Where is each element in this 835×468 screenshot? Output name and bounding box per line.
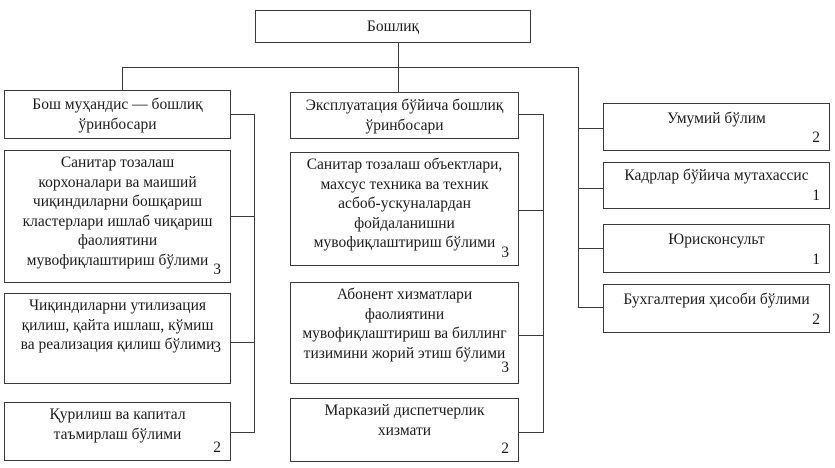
connector-to-left-head — [122, 67, 124, 91]
unit-label: Чиқиндиларни утилизация қилиш, қайта ишл… — [20, 297, 215, 353]
middle-unit-box: Марказий диспетчерлик хизмати 2 — [290, 398, 519, 462]
connector-root-down — [398, 42, 400, 68]
unit-label: Санитар тозалаш объектлари, махсус техни… — [306, 156, 503, 251]
right-unit-box: Кадрлар бўйича мутахассис 1 — [603, 162, 830, 209]
unit-count: 2 — [501, 440, 509, 457]
right-unit-box: Юрисконсульт 1 — [603, 224, 830, 273]
unit-count: 3 — [501, 244, 509, 261]
connector-right-unit-2 — [578, 188, 604, 190]
unit-count: 3 — [501, 359, 509, 376]
connector-right-unit-4 — [578, 307, 604, 309]
left-unit-box: Чиқиндиларни утилизация қилиш, қайта ишл… — [4, 293, 231, 384]
unit-label: Умумий бўлим — [667, 110, 766, 127]
unit-label: Кадрлар бўйича мутахассис — [624, 167, 809, 184]
root-box: Бошлиқ — [255, 10, 531, 43]
connector-left-unit-2 — [230, 342, 255, 344]
unit-count: 2 — [812, 129, 820, 146]
unit-label: Абонент хизматлари фаолиятини мувофиқлаш… — [302, 286, 507, 362]
left-head-box: Бош муҳандис — бошлиқ ўринбосари — [4, 90, 231, 139]
unit-count: 2 — [213, 439, 221, 456]
connector-middle-unit-2 — [518, 335, 544, 337]
unit-count: 1 — [812, 187, 820, 204]
left-head-label: Бош муҳандис — бошлиқ ўринбосари — [32, 96, 203, 133]
right-unit-box: Умумий бўлим 2 — [603, 103, 830, 151]
connector-left-bus — [254, 114, 256, 433]
connector-left-unit-1 — [230, 216, 255, 218]
connector-right-unit-1 — [578, 128, 604, 130]
left-unit-box: Қурилиш ва капитал таъмирлаш бўлими 2 — [4, 402, 231, 461]
unit-count: 2 — [812, 311, 820, 328]
connector-left-unit-3 — [230, 432, 255, 434]
unit-label: Санитар тозалаш корхоналари ва маиший чи… — [22, 154, 213, 269]
unit-label: Марказий диспетчерлик хизмати — [324, 402, 485, 439]
left-unit-box: Санитар тозалаш корхоналари ва маиший чи… — [4, 150, 231, 283]
middle-unit-box: Абонент хизматлари фаолиятини мувофиқлаш… — [290, 282, 519, 384]
unit-label: Қурилиш ва капитал таъмирлаш бўлими — [49, 406, 186, 443]
connector-middle-unit-3 — [518, 432, 544, 434]
unit-count: 1 — [812, 251, 820, 268]
unit-label: Юрисконсульт — [668, 231, 765, 248]
connector-middle-head-out — [518, 114, 544, 116]
unit-count: 3 — [213, 339, 221, 356]
connector-middle-unit-1 — [518, 210, 544, 212]
connector-right-unit-3 — [578, 248, 604, 250]
unit-count: 3 — [213, 261, 221, 278]
root-label: Бошлиқ — [366, 18, 420, 35]
connector-right-bus — [578, 67, 580, 308]
middle-unit-box: Санитар тозалаш объектлари, махсус техни… — [290, 152, 519, 266]
middle-head-label: Эксплуатация бўйича бошлиқ ўринбосари — [305, 97, 504, 134]
connector-to-middle-head — [398, 67, 400, 93]
unit-label: Бухгалтерия ҳисоби бўлими — [623, 291, 810, 308]
middle-head-box: Эксплуатация бўйича бошлиқ ўринбосари — [290, 92, 519, 139]
right-unit-box: Бухгалтерия ҳисоби бўлими 2 — [603, 284, 830, 333]
connector-left-head-out — [230, 114, 255, 116]
connector-middle-bus — [543, 114, 545, 433]
connector-root-bus — [122, 67, 579, 69]
